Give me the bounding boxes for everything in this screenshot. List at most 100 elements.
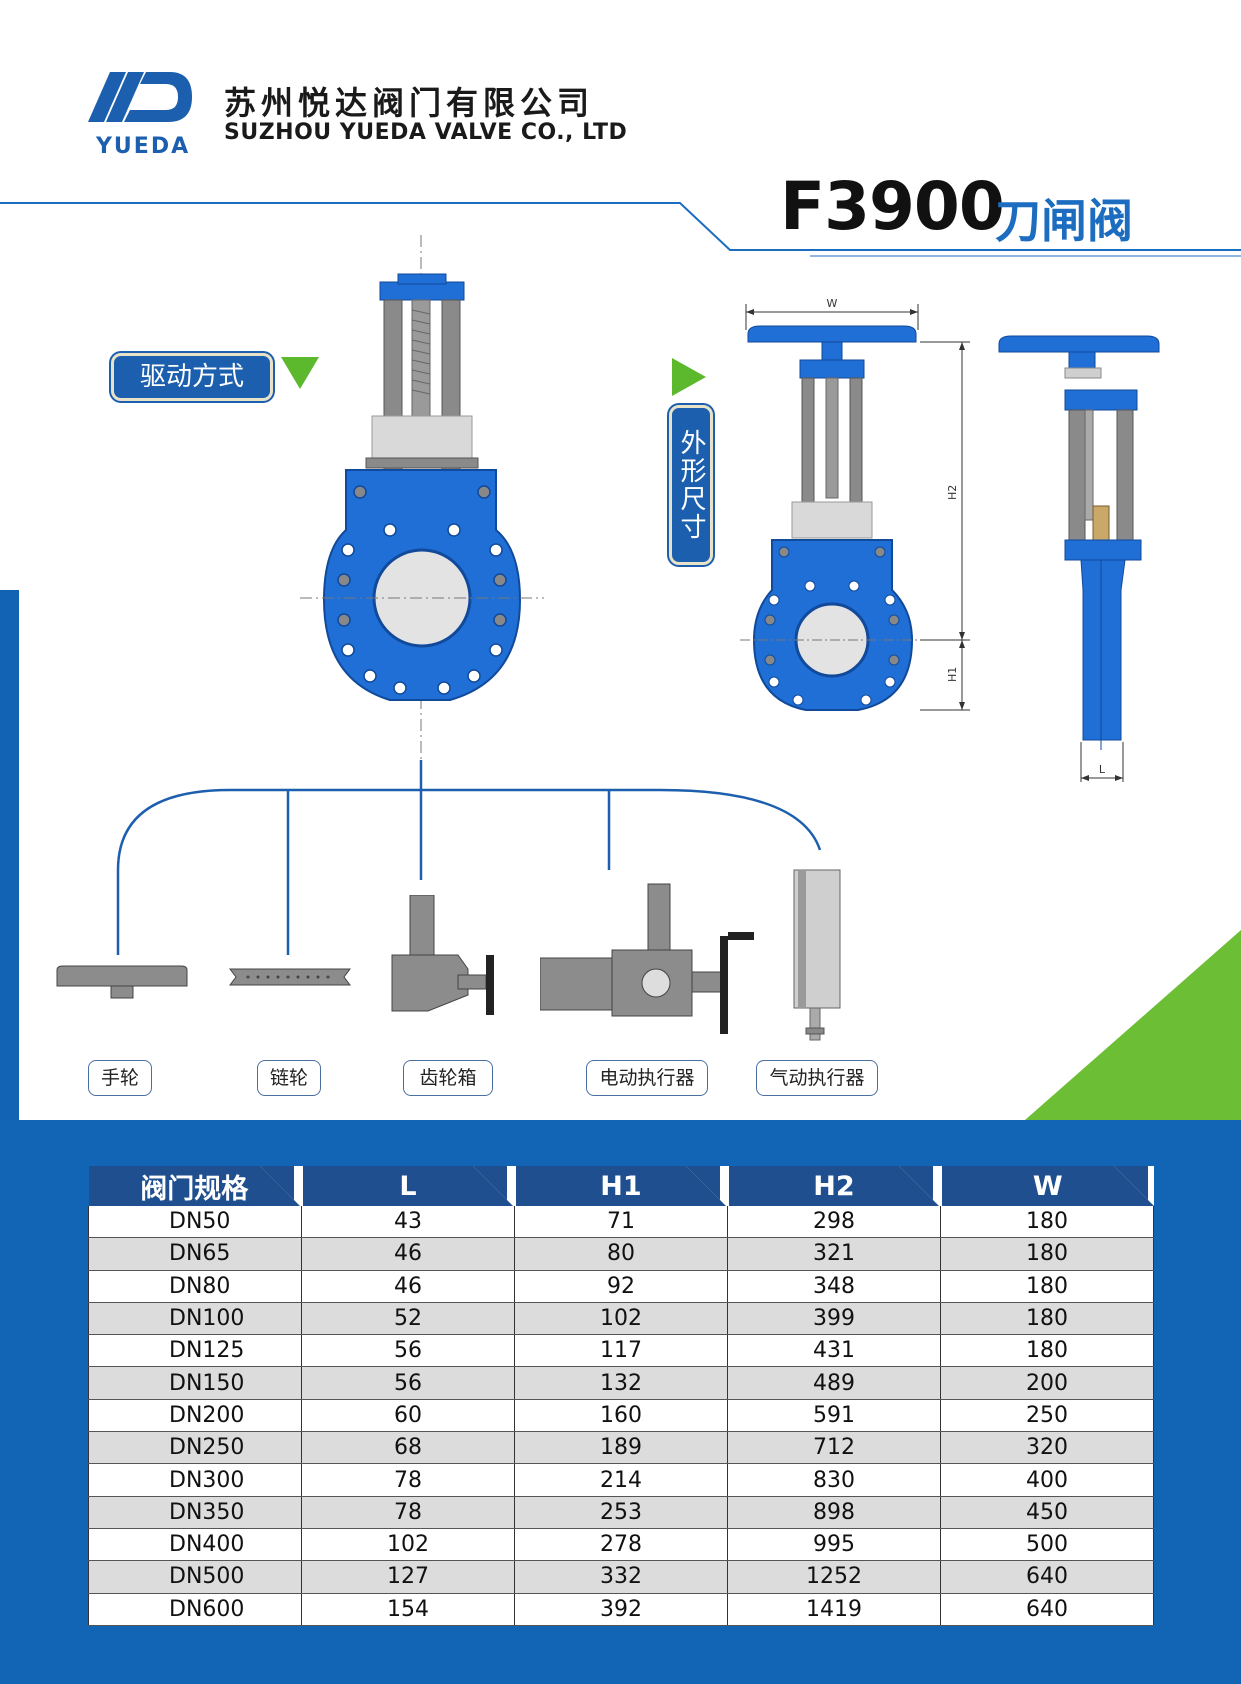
table-cell: 180 (940, 1237, 1154, 1271)
table-cell: 80 (514, 1237, 728, 1271)
table-cell: 332 (514, 1560, 728, 1594)
table-cell: DN65 (88, 1237, 302, 1271)
table-cell: DN80 (88, 1270, 302, 1303)
table-cell: 78 (301, 1463, 515, 1497)
table-cell: 102 (514, 1302, 728, 1336)
table-cell: 78 (301, 1496, 515, 1529)
table-cell: DN400 (88, 1528, 302, 1562)
knife-gate-valve-front-illustration (300, 235, 544, 765)
table-cell: 180 (940, 1270, 1154, 1303)
table-cell: 898 (727, 1496, 941, 1529)
dimension-drawing-side: L (998, 335, 1160, 782)
handwheel-icon (56, 965, 188, 999)
table-cell: 154 (301, 1593, 515, 1626)
dim-w-label: W (827, 297, 838, 310)
table-cell: 450 (940, 1496, 1154, 1529)
table-cell: 712 (727, 1431, 941, 1465)
table-cell: 68 (301, 1431, 515, 1465)
table-cell: 1419 (727, 1593, 941, 1626)
header-h1: H1 (514, 1166, 729, 1206)
dim-h2-label: H2 (946, 485, 959, 500)
table-cell: 320 (940, 1431, 1154, 1465)
dim-l-label: L (1099, 763, 1106, 776)
table-cell: 253 (514, 1496, 728, 1529)
table-cell: 431 (727, 1334, 941, 1368)
header-spec: 阀门规格 (88, 1166, 303, 1206)
table-cell: 640 (940, 1560, 1154, 1594)
table-cell: 298 (727, 1206, 941, 1239)
table-cell: DN125 (88, 1334, 302, 1368)
table-cell: 399 (727, 1302, 941, 1336)
table-cell: 321 (727, 1237, 941, 1271)
company-name-en: SUZHOU YUEDA VALVE CO., LTD (224, 120, 628, 145)
table-cell: 46 (301, 1270, 515, 1303)
table-cell: 200 (940, 1366, 1154, 1400)
yueda-logo-icon (88, 72, 192, 122)
table-cell: 71 (514, 1206, 728, 1239)
table-cell: 995 (727, 1528, 941, 1562)
table-cell: DN250 (88, 1431, 302, 1465)
table-cell: 117 (514, 1334, 728, 1368)
logo-text: YUEDA (96, 134, 191, 159)
table-cell: DN50 (88, 1206, 302, 1239)
table-cell: DN150 (88, 1366, 302, 1400)
drive-mode-badge: 驱动方式 (111, 353, 273, 401)
table-header-row: 阀门规格 L H1 H2 W (88, 1166, 1154, 1206)
table-cell: DN600 (88, 1593, 302, 1626)
label-electric-actuator: 电动执行器 (586, 1060, 708, 1096)
table-cell: 180 (940, 1302, 1154, 1336)
label-handwheel: 手轮 (88, 1060, 152, 1096)
table-cell: 52 (301, 1302, 515, 1336)
table-cell: 46 (301, 1237, 515, 1271)
electric-actuator-icon (540, 883, 754, 1034)
table-cell: 189 (514, 1431, 728, 1465)
table-cell: 591 (727, 1399, 941, 1433)
table-cell: DN200 (88, 1399, 302, 1433)
table-cell: 180 (940, 1206, 1154, 1239)
actuator-connector-lines (116, 760, 822, 955)
dimension-drawing-front: W H2 H1 (740, 297, 970, 711)
table-cell: DN100 (88, 1302, 302, 1336)
table-cell: 640 (940, 1593, 1154, 1626)
table-cell: 92 (514, 1270, 728, 1303)
company-name-cn: 苏州悦达阀门有限公司 (224, 84, 595, 122)
table-cell: 214 (514, 1463, 728, 1497)
table-cell: 348 (727, 1270, 941, 1303)
triangle-down-icon (281, 357, 319, 389)
triangle-right-icon (672, 358, 706, 396)
table-cell: 132 (514, 1366, 728, 1400)
table-cell: 1252 (727, 1560, 941, 1594)
table-cell: 400 (940, 1463, 1154, 1497)
gearbox-icon (391, 895, 494, 1015)
header-w: W (940, 1166, 1154, 1206)
product-model: F3900 (780, 168, 1005, 245)
table-cell: 180 (940, 1334, 1154, 1368)
dim-h1-label: H1 (946, 667, 959, 682)
table-cell: 392 (514, 1593, 728, 1626)
table-cell: 500 (940, 1528, 1154, 1562)
table-cell: 160 (514, 1399, 728, 1433)
table-cell: 250 (940, 1399, 1154, 1433)
table-cell: 43 (301, 1206, 515, 1239)
label-pneumatic-actuator: 气动执行器 (756, 1060, 878, 1096)
table-cell: 102 (301, 1528, 515, 1562)
table-cell: 56 (301, 1366, 515, 1400)
header-l: L (301, 1166, 516, 1206)
table-cell: 278 (514, 1528, 728, 1562)
table-cell: 489 (727, 1366, 941, 1400)
table-cell: DN500 (88, 1560, 302, 1594)
dimensions-badge: 外形尺寸 (669, 405, 713, 565)
